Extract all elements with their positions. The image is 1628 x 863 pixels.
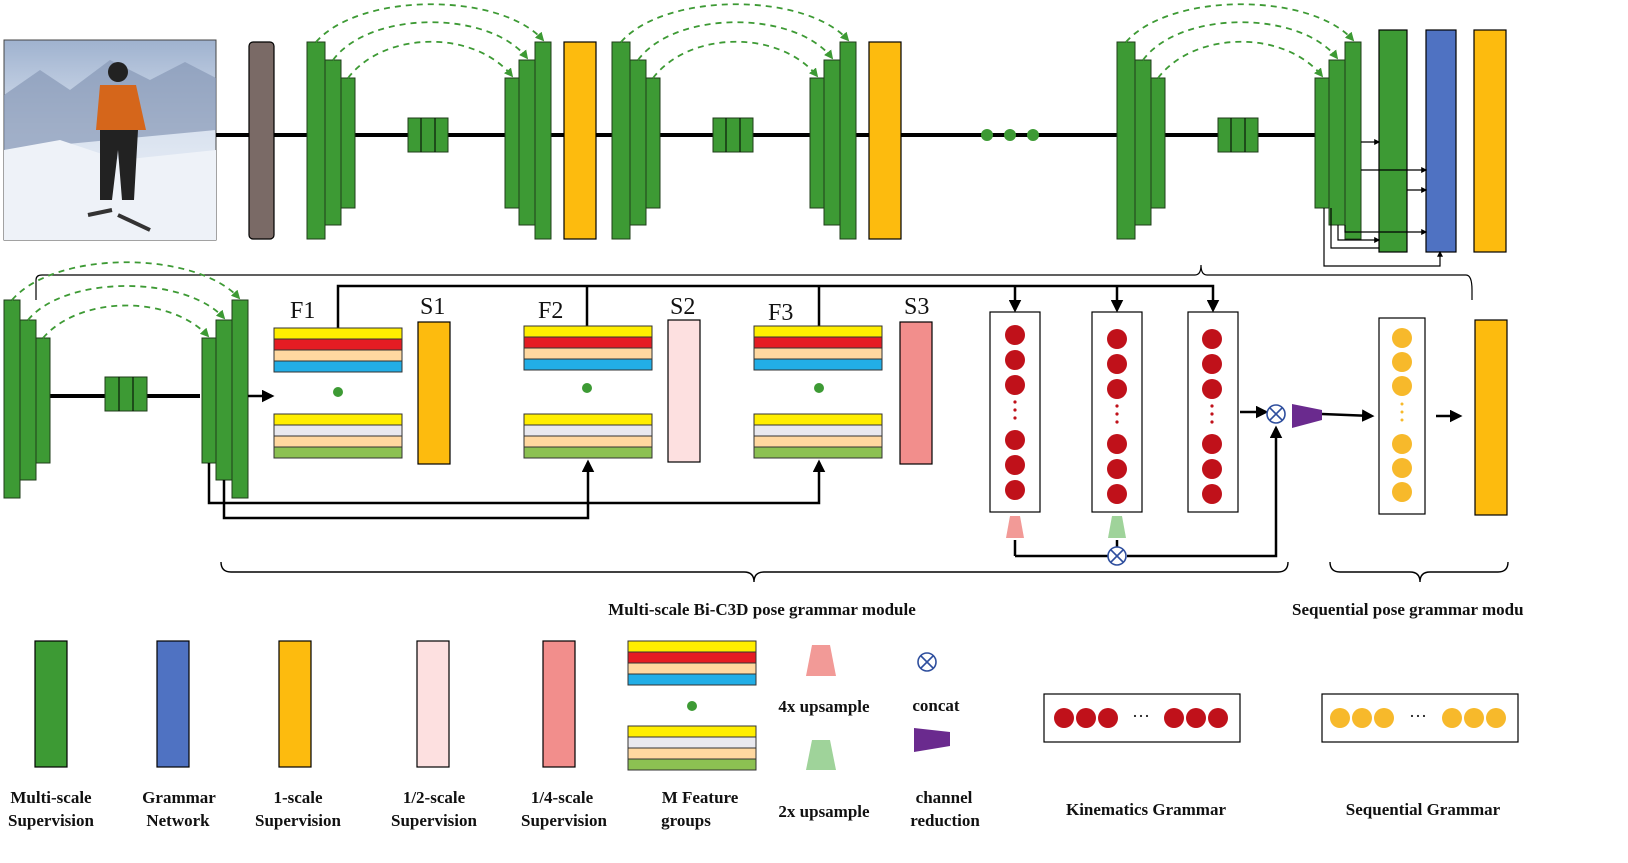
hourglass-1 [306,41,552,240]
skip-connections-middle [11,261,241,339]
label-s1: S1 [420,294,445,320]
legend-up4x-label: 4x upsample [778,697,870,716]
middle-hourglass [3,299,249,499]
zoom-bracket [35,264,1473,300]
channel-reduction-icon [1292,404,1322,428]
hourglass-3 [1116,41,1362,240]
module-label-sequential: Sequential pose grammar modu [1292,600,1524,619]
supervision-s3 [899,321,933,465]
legend-sequential-label: Sequential Grammar [1346,800,1501,819]
legend-reduction-icon [914,728,950,752]
ellipsis-dots-icon [981,129,1039,141]
legend-multiscale-label-1: Multi-scale [10,788,92,807]
feature-routing [207,284,1220,520]
legend-sequential-swatch: ··· [1321,693,1519,743]
brace-sequential [1329,561,1509,583]
legend-sequential-dots: ··· [1409,706,1427,726]
legend-multiscale-label-2: Supervision [8,811,95,830]
label-f1: F1 [290,298,315,324]
stem-layer [248,41,275,240]
legend-quarter-label-1: 1/4-scale [531,788,594,807]
legend-kinematics-swatch: ··· [1043,693,1241,743]
legend-grammar-swatch [156,640,190,768]
legend-up2x-label: 2x upsample [778,802,870,821]
legend-kinematics-dots: ··· [1132,706,1150,726]
legend-1scale-label-2: Supervision [255,811,342,830]
grammar-network-top [1425,29,1457,253]
supervision-s1 [417,321,451,465]
legend-kinematics-label: Kinematics Grammar [1066,800,1226,819]
label-f2: F2 [538,298,563,324]
supervision-1scale-1 [563,41,597,240]
legend-concat-label: concat [912,696,960,715]
legend-feature-swatch [627,640,757,771]
legend-1scale-label-1: 1-scale [273,788,323,807]
multiscale-supervision-top [1378,29,1408,253]
brace-bi-c3d [220,561,1289,583]
skip-connections-top [315,3,1355,79]
legend-up2x-icon [806,740,836,770]
legend-1scale-swatch [278,640,312,768]
legend-quarter-scale-swatch [542,640,576,768]
multiscale-arrows [1323,139,1443,267]
concat-routing [1013,405,1463,558]
legend-half-label-2: Supervision [391,811,478,830]
feature-group-f3 [753,325,883,459]
supervision-1scale-3 [1473,29,1507,253]
feature-group-f1 [273,327,403,459]
top-row [216,29,1507,267]
sequential-column [1378,317,1426,515]
feature-group-f2 [523,325,653,459]
legend-up4x-icon [806,645,836,676]
concat-icon [1107,546,1127,566]
label-f3: F3 [768,300,793,326]
legend-feature-label-1: M Feature [662,788,739,807]
module-label-bi-c3d: Multi-scale Bi-C3D pose grammar module [608,600,916,619]
legend-half-scale-swatch [416,640,450,768]
upsample-2x-icon [1108,516,1126,538]
supervision-1scale-2 [868,41,902,240]
upsample-4x-icon [1006,516,1024,538]
legend: ··· ··· Multi-scale Supervision Grammar … [8,640,1519,830]
supervision-final [1474,319,1508,516]
legend-reduction-label-1: channel [916,788,973,807]
legend-concat-icon [917,652,937,672]
legend-grammar-label-1: Grammar [142,788,216,807]
label-s3: S3 [904,294,929,320]
legend-reduction-label-2: reduction [910,811,980,830]
legend-multiscale-swatch [34,640,68,768]
supervision-s2 [667,319,701,463]
input-image [3,39,217,241]
concat-icon-2 [1266,404,1286,424]
hourglass-2 [611,41,857,240]
legend-half-label-1: 1/2-scale [403,788,466,807]
label-s2: S2 [670,294,695,320]
legend-quarter-label-2: Supervision [521,811,608,830]
kinematics-columns [989,311,1239,513]
legend-feature-label-2: groups [661,811,711,830]
legend-grammar-label-2: Network [146,811,210,830]
